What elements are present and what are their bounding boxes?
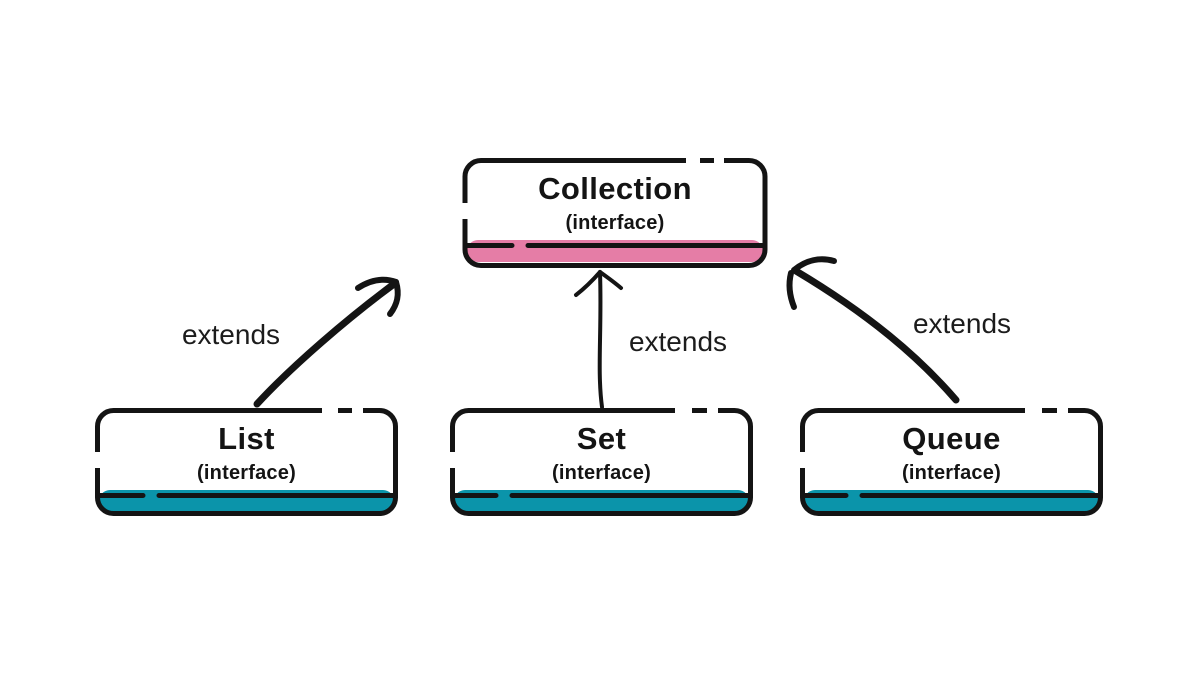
edge-queue-arrowhead-icon bbox=[791, 256, 837, 273]
border-gap bbox=[322, 404, 338, 417]
border-gap bbox=[91, 452, 103, 468]
edge-list-to-collection bbox=[253, 276, 401, 408]
edge-list-arrowhead-icon bbox=[387, 279, 401, 317]
border-gap bbox=[686, 154, 700, 167]
edge-queue-to-collection bbox=[786, 256, 960, 404]
edge-queue-arrowhead-icon bbox=[786, 270, 797, 310]
border-gap-notches bbox=[91, 154, 1068, 468]
edge-set-shaft bbox=[597, 270, 604, 409]
edge-queue-shaft bbox=[792, 267, 960, 404]
border-gap bbox=[714, 154, 724, 167]
border-gap bbox=[446, 452, 458, 468]
edge-list-shaft bbox=[253, 280, 398, 408]
border-gap bbox=[352, 404, 363, 417]
border-gap bbox=[675, 404, 692, 417]
border-gap bbox=[1025, 404, 1042, 417]
border-gap bbox=[796, 452, 808, 468]
edge-set-arrowhead-icon bbox=[574, 270, 602, 297]
border-gap bbox=[458, 203, 470, 219]
edge-set-to-collection bbox=[574, 270, 623, 409]
border-gap bbox=[1057, 404, 1068, 417]
ink-layer bbox=[95, 158, 1103, 516]
edge-set-arrowhead-icon bbox=[598, 270, 623, 290]
border-gap bbox=[707, 404, 718, 417]
